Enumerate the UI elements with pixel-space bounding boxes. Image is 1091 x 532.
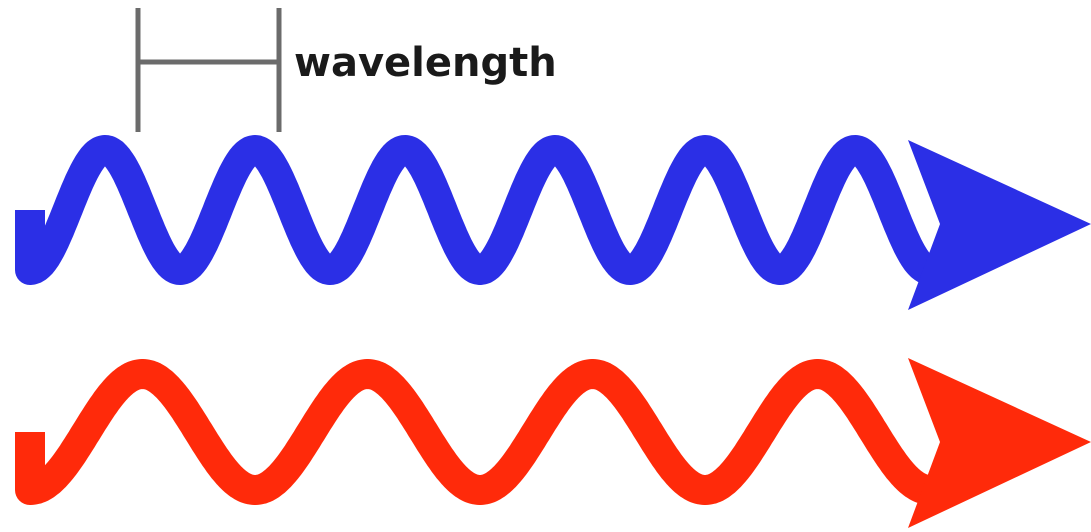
- wavelength-bracket: [135, 8, 282, 132]
- short-wave-line: [15, 135, 943, 285]
- short-wave-arrowhead: [908, 140, 1091, 310]
- short-wave: [15, 135, 1091, 310]
- long-wave-line: [15, 359, 943, 505]
- wavelength-label: wavelength: [294, 40, 557, 86]
- long-wave-arrowhead: [908, 358, 1091, 528]
- long-wave: [15, 358, 1091, 528]
